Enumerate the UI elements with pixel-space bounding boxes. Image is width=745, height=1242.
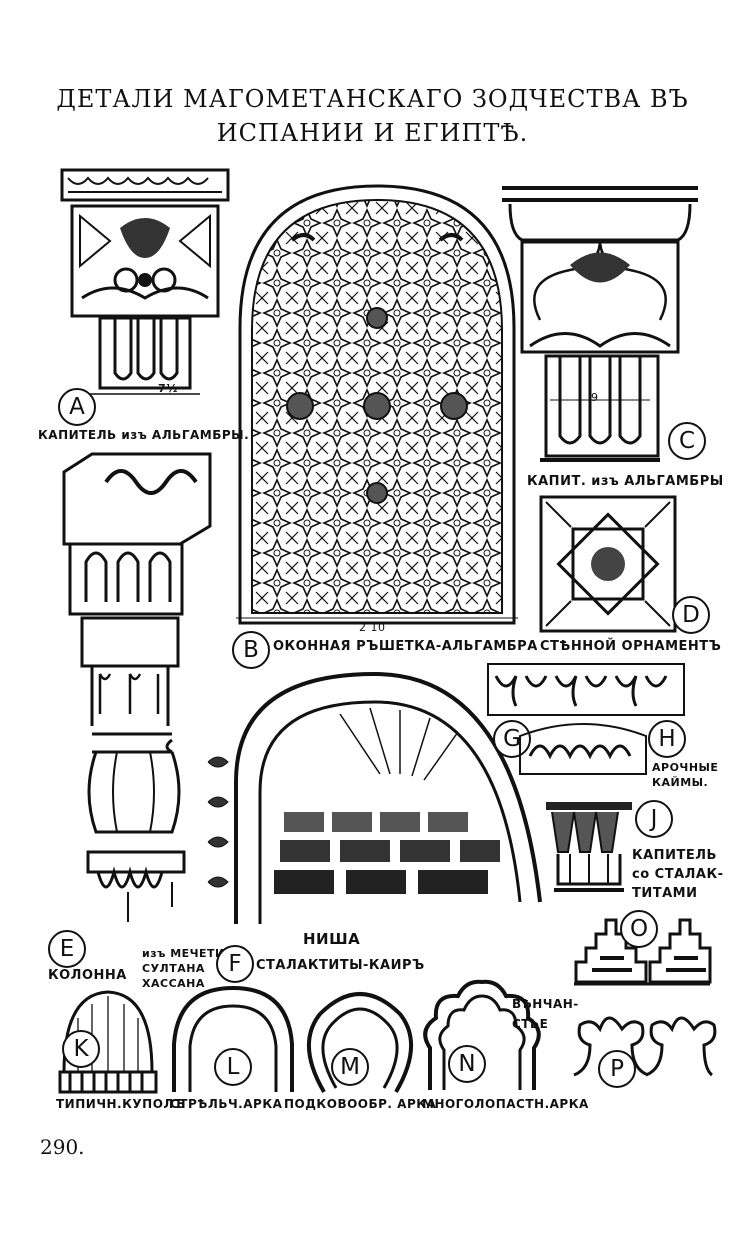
plate-letter-c: C (668, 422, 706, 460)
plate-g-arch-border (486, 662, 686, 717)
plate-d-wall-ornament (538, 494, 678, 634)
plate-b-window-grille: 2 10 (232, 178, 522, 634)
plate-letter-n: N (448, 1045, 486, 1083)
plate-j-caption-line-3: ТИТАМИ (632, 886, 698, 901)
title-line-1: ДЕТАЛИ МАГОМЕТАНСКАГО ЗОДЧЕСТВА ВЪ (56, 85, 689, 113)
plate-e-source-line-3: ХАССАНА (142, 977, 205, 990)
column-e-illustration (62, 452, 212, 922)
capital-c-illustration (502, 186, 698, 462)
plate-e-source-line-1: изъ МЕЧЕТИ (142, 947, 225, 960)
plate-letter-j: J (635, 800, 673, 838)
plate-m-caption: ПОДКОВООБР. АРКА (284, 1097, 437, 1111)
plate-letter-o: O (620, 910, 658, 948)
plate-h-caption-line-2: КАЙМЫ. (652, 776, 709, 789)
plate-o-cresting (572, 906, 712, 986)
plate-a-caption: КАПИТЕЛЬ изъ АЛЬГАМБРЫ. (38, 428, 250, 442)
plate-f-niche-label: НИША (303, 930, 361, 948)
plate-letter-k: K (62, 1030, 100, 1068)
plate-f-caption: СТАЛАКТИТЫ-КАИРЪ (256, 958, 425, 973)
plate-letter-h: H (648, 720, 686, 758)
plate-h-arch-border (518, 716, 648, 776)
plate-letter-l: L (214, 1048, 252, 1086)
niche-f-illustration (207, 671, 542, 924)
page-number: 290. (40, 1135, 85, 1159)
plate-letter-p: P (598, 1050, 636, 1088)
plate-m-horseshoe-arch (300, 984, 420, 1094)
plate-c-caption: КАПИТ. изъ АЛЬГАМБРЫ (527, 474, 724, 489)
plate-l-caption: СТРѢЛЬЧ.АРКА (170, 1097, 283, 1111)
plate-letter-e: E (48, 930, 86, 968)
plate-letter-a: A (58, 388, 96, 426)
plate-letter-g: G (493, 720, 531, 758)
plate-k-caption: ТИПИЧН.КУПОЛЪ (56, 1097, 186, 1111)
plate-d-caption: СТѢННОЙ ОРНАМЕНТЪ (540, 639, 722, 654)
border-h-illustration (519, 723, 647, 775)
plate-h-caption-line-1: АРОЧНЫЕ (652, 761, 719, 774)
plate-a-capital-drawing: 7½ (60, 168, 230, 398)
dimension-label: 7½ (158, 382, 179, 395)
title-line-2: ИСПАНИИ И ЕГИПТѢ. (216, 119, 529, 147)
cresting-o-illustration (574, 918, 712, 986)
ornament-d-illustration (539, 495, 677, 633)
plate-j-stalactite-capital (544, 798, 634, 898)
dimension-label: 9 (591, 391, 599, 404)
capital-a-illustration (60, 168, 230, 395)
plate-c-capital-drawing: 9 (500, 170, 700, 470)
plate-e-source: изъ МЕЧЕТИ СУЛТАНА ХАССАНА (142, 946, 225, 991)
merlons-p-illustration (573, 1016, 717, 1077)
grille-b-illustration (236, 184, 518, 625)
plate-letter-f: F (216, 945, 254, 983)
plate-n-caption: МНОГОЛОПАСТН.АРКА (422, 1097, 589, 1111)
plate-j-caption: КАПИТЕЛЬ со СТАЛАК- ТИТАМИ (632, 846, 724, 903)
plate-j-caption-line-1: КАПИТЕЛЬ (632, 848, 717, 863)
plate-letter-d: D (672, 596, 710, 634)
plate-f-stalactite-niche (200, 662, 550, 930)
arch-m-illustration (307, 992, 413, 1094)
plate-h-caption: АРОЧНЫЕ КАЙМЫ. (652, 760, 718, 790)
plate-b-caption: ОКОННАЯ РЪШЕТКА-АЛЬГАМБРА (273, 639, 538, 654)
plate-letter-m: M (331, 1048, 369, 1086)
capital-j-illustration (546, 802, 632, 892)
plate-j-caption-line-2: со СТАЛАК- (632, 867, 724, 882)
plate-l-pointed-arch (168, 984, 298, 1094)
plate-n-multifoil-arch (422, 978, 542, 1094)
arch-n-illustration (423, 979, 541, 1090)
arch-l-illustration (172, 985, 294, 1092)
plate-e-source-line-2: СУЛТАНА (142, 962, 205, 975)
dimension-label: 2 10 (359, 621, 386, 634)
plate-letter-b: B (232, 631, 270, 669)
plate-e-caption: КОЛОННА (48, 968, 127, 983)
plate-p-merlons (570, 985, 720, 1080)
page-title: ДЕТАЛИ МАГОМЕТАНСКАГО ЗОДЧЕСТВА ВЪ ИСПАН… (0, 82, 745, 150)
border-g-illustration (487, 663, 685, 716)
plate-e-column-drawing (62, 452, 212, 932)
